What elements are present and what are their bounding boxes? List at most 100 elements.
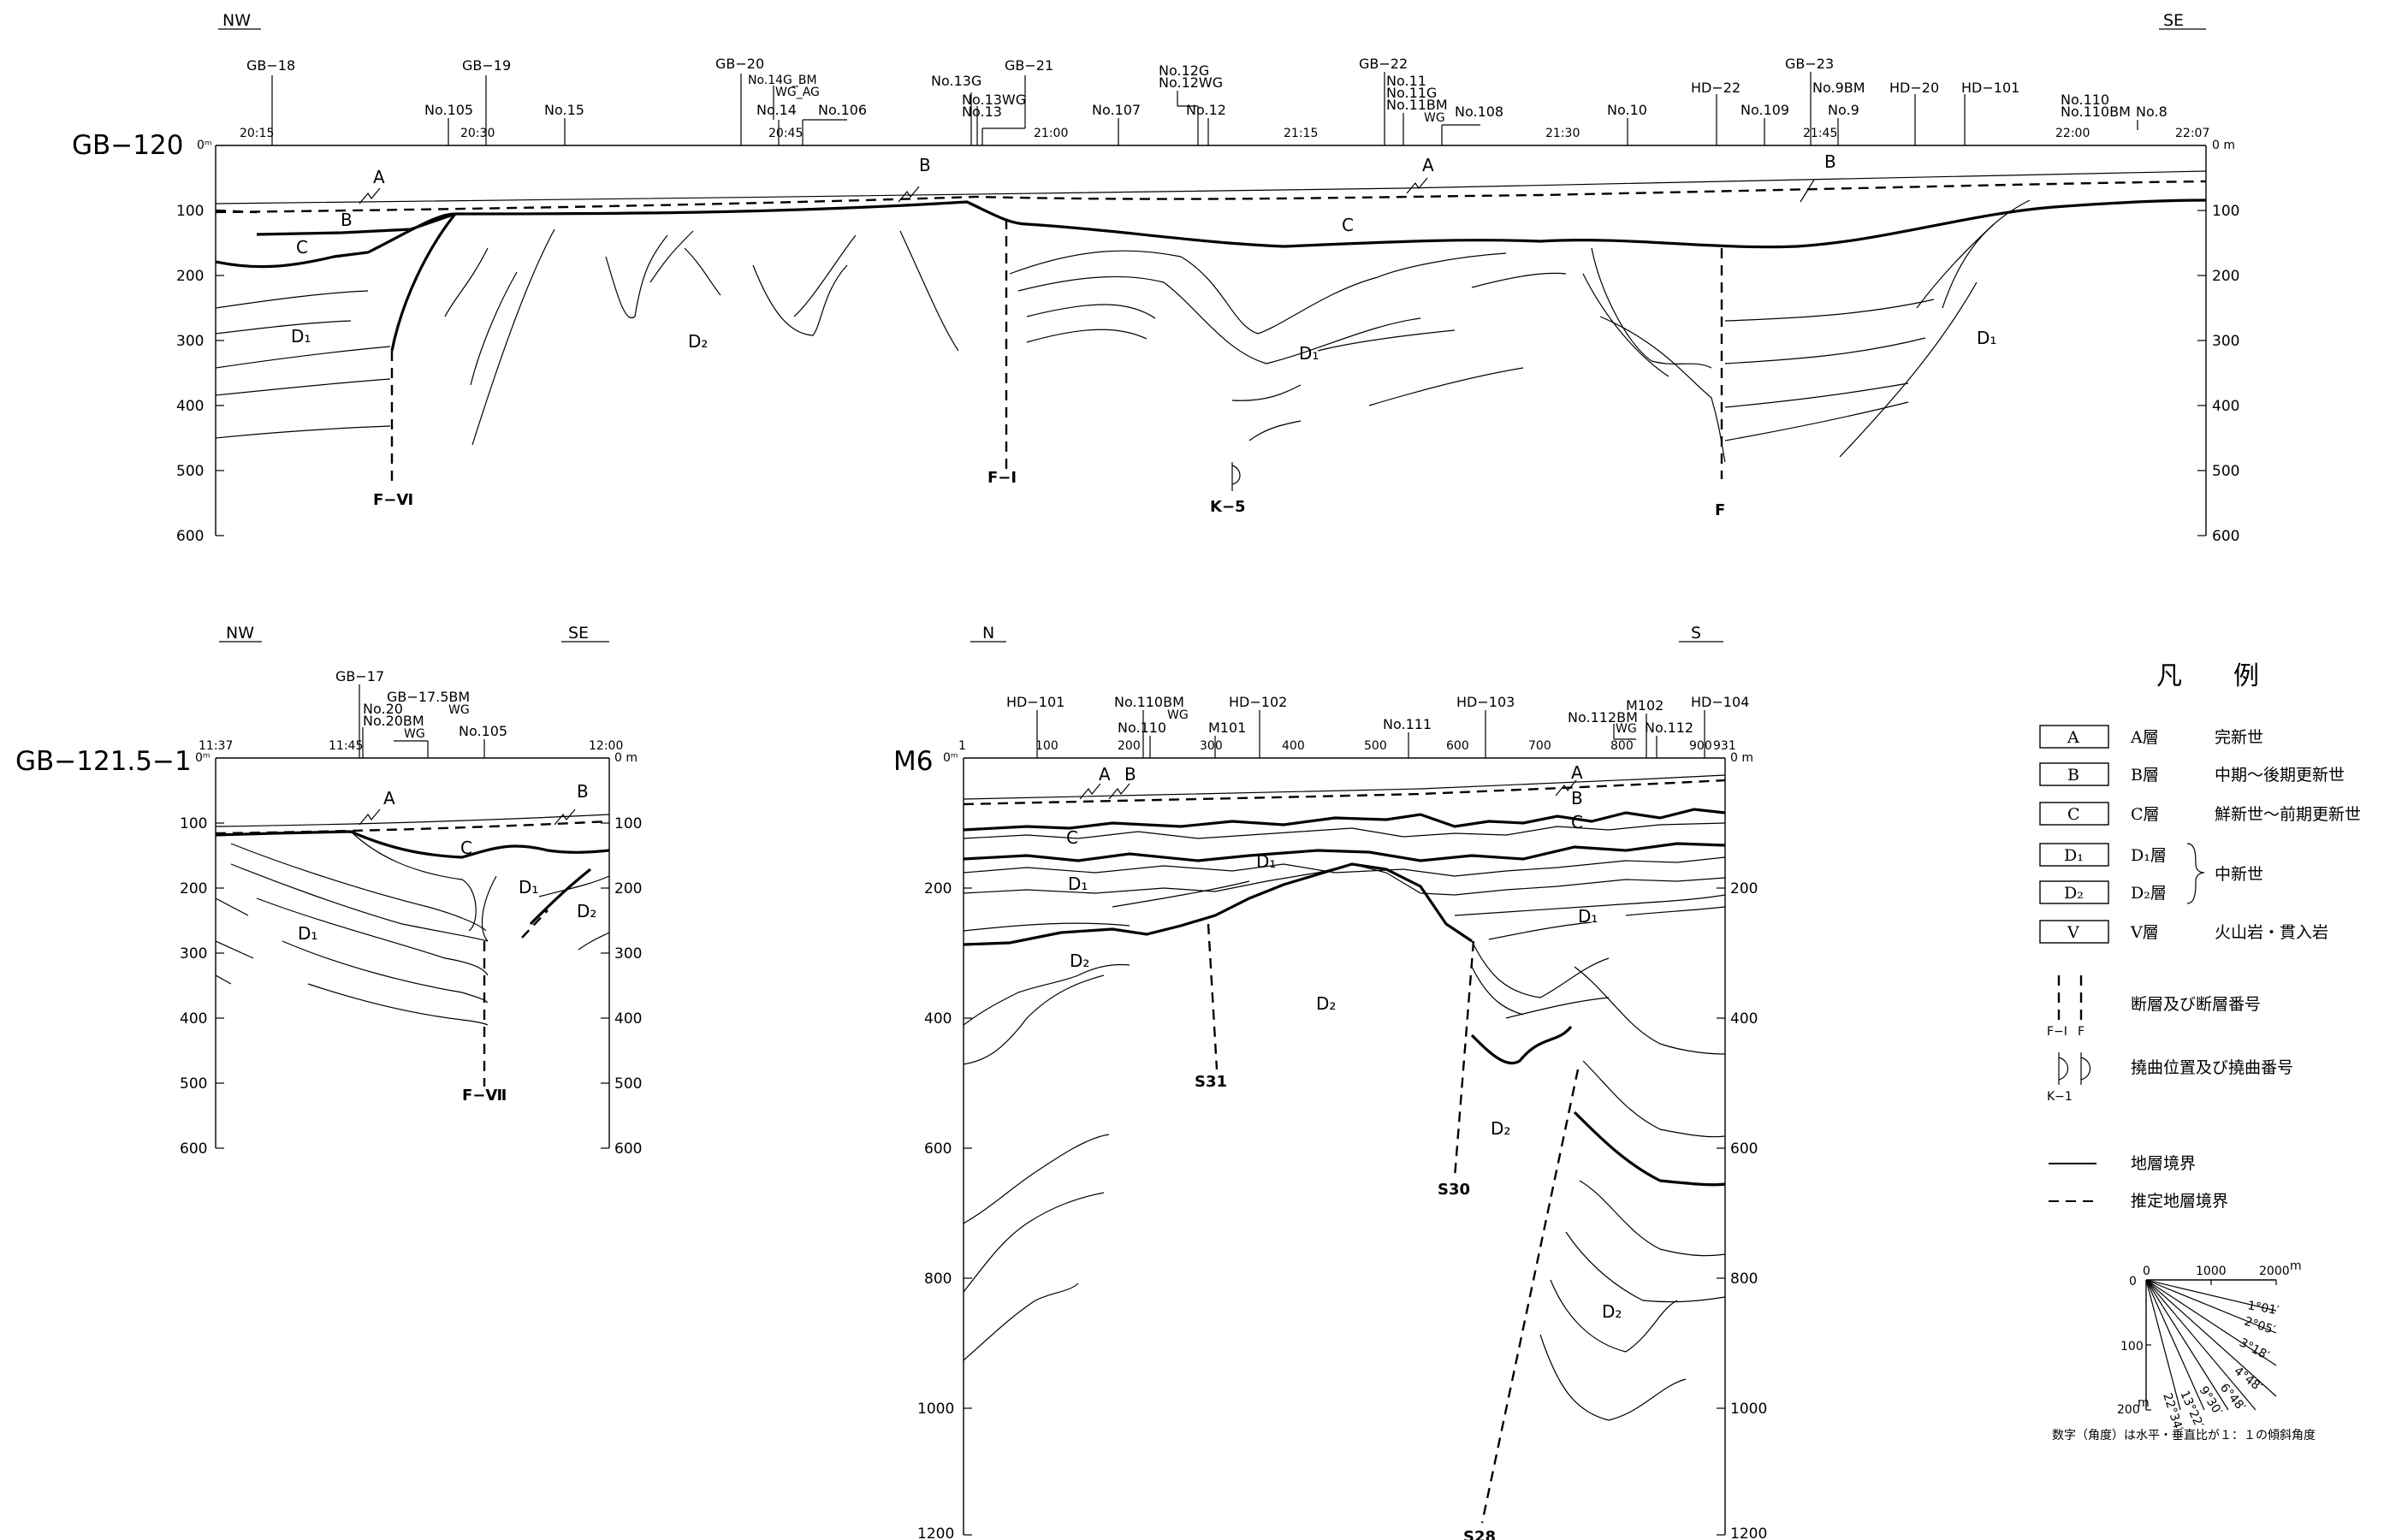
depth-label: 1200 — [1730, 1525, 1767, 1540]
fault-label: F — [1715, 501, 1725, 519]
layer-label: C — [1571, 812, 1583, 832]
boring-label: No.14G_BM — [748, 74, 817, 87]
legend-layer-v: V V層 火山岩・貫入岩 — [2039, 920, 2328, 944]
distance-label: 200 — [1118, 739, 1141, 753]
boring-markers: GB−18 GB−19 No.105 No.15 GB−20 No.14G_BM… — [246, 56, 2168, 145]
boring-label: No.111 — [1383, 716, 1432, 732]
profile-m6: M6 N S 0ᵐ 0 m 200 400 600 800 1000 1200 … — [893, 624, 1767, 1540]
depth-label: 300 — [2212, 333, 2239, 350]
fault-label: F−Ⅵ — [373, 491, 413, 509]
layer-label: D₁ — [291, 326, 311, 346]
boring-label: No.106 — [818, 102, 867, 118]
scale-note: 数字（角度）は水平・垂直比が１：１の傾斜角度 — [2052, 1428, 2316, 1442]
boring-label: No.20 — [363, 701, 403, 717]
layer-label: D₁ — [1299, 343, 1319, 364]
layer-label: C — [460, 838, 472, 858]
layer-label: A — [1422, 155, 1434, 175]
legend-layer-name: B層 — [2131, 766, 2159, 785]
distance-marks: 1 100 200 300 400 500 600 700 800 900 93… — [958, 739, 1736, 753]
boring-label: No.105 — [424, 102, 473, 118]
time-label: 21:30 — [1545, 127, 1580, 140]
boring-label: No.11G — [1386, 85, 1437, 101]
depth-label: 600 — [180, 1140, 207, 1158]
layer-labels: A B C D₁ D₁ D₂ — [298, 781, 596, 944]
time-label: 21:45 — [1803, 127, 1837, 140]
time-marks: 20:15 20:30 20:45 21:00 21:15 21:30 21:4… — [240, 127, 2209, 140]
depth-label: 200 — [614, 880, 642, 897]
depth-label: 400 — [614, 1010, 642, 1028]
profile-gb-120: GB−120 NW SE 0ᵐ 0 m 100 200 300 400 500 … — [72, 11, 2239, 545]
depth-ticks-right: 100 200 300 400 500 600 — [601, 815, 642, 1158]
depth-label: 500 — [176, 463, 204, 480]
distance-label: 400 — [1282, 739, 1305, 753]
boring-markers: GB−17 No.20 GB−17.5BM No.20BM WG WG No.1… — [335, 668, 507, 758]
boring-label: HD−20 — [1889, 80, 1939, 96]
depth-label: 800 — [924, 1270, 952, 1288]
direction-left: NW — [222, 11, 251, 30]
depth-label: 300 — [614, 945, 642, 962]
fault-labels: F−Ⅵ F−Ⅰ K−5 F — [373, 469, 1725, 519]
scale-label: 100 — [2120, 1340, 2144, 1353]
boring-label: No.107 — [1092, 102, 1141, 118]
scale-unit: m — [2138, 1396, 2150, 1410]
depth-label: 100 — [180, 815, 207, 832]
boring-label: No.110 — [2061, 92, 2109, 108]
distance-label: 300 — [1200, 739, 1223, 753]
depth-label: 600 — [176, 528, 204, 545]
legend-layer-d2: D₂ D₂層 — [2039, 880, 2167, 904]
layer-label: A — [383, 788, 395, 808]
profile-gb-121-5-1: GB−121.5−1 NW SE 0ᵐ 0 m 100 200 300 400 … — [15, 624, 642, 1158]
boring-label: No.13 — [962, 104, 1002, 120]
legend-layer-age: 火山岩・貫入岩 — [2215, 923, 2328, 942]
time-label: 11:37 — [199, 739, 233, 753]
depth-label: 600 — [924, 1140, 952, 1158]
legend-box-label: A — [2067, 728, 2079, 747]
distance-label: 600 — [1446, 739, 1469, 753]
boring-label: No.12G — [1159, 62, 1209, 79]
distance-label: 900 — [1689, 739, 1712, 753]
depth-label: 400 — [176, 398, 204, 415]
depth-label: 200 — [1730, 880, 1758, 897]
layer-label: C — [1066, 827, 1078, 848]
time-label: 20:45 — [768, 127, 803, 140]
legend: 凡 例 A A層 完新世 B B層 中期～後期更新世 C C層 鮮新世～前期更新… — [2039, 661, 2361, 1442]
legend-layer-age: 中期～後期更新世 — [2215, 766, 2345, 785]
fault-lines — [390, 219, 1723, 491]
depth-label: 800 — [1730, 1270, 1758, 1288]
time-label: 21:15 — [1284, 127, 1318, 140]
boring-label: HD−103 — [1456, 694, 1515, 710]
scale-angle: 4°48′ — [2232, 1365, 2265, 1395]
depth-label: 400 — [1730, 1010, 1758, 1028]
boring-label: No.13G — [931, 73, 981, 89]
depth-label: 300 — [176, 333, 204, 350]
profile-name: GB−120 — [72, 130, 183, 161]
layer-label: B — [1571, 788, 1583, 808]
time-label: 21:00 — [1034, 127, 1068, 140]
boring-label: WG — [1616, 722, 1637, 736]
boring-label: GB−20 — [715, 56, 764, 72]
depth-label: 1000 — [917, 1401, 954, 1418]
scale-label: 0 — [2129, 1275, 2137, 1288]
legend-layer-d1: D₁ D₁層 — [2039, 843, 2167, 867]
boring-label: GB−17.5BM — [387, 689, 470, 705]
direction-right: S — [1691, 624, 1701, 643]
layer-label: D₂ — [688, 331, 708, 352]
profile-name: GB−121.5−1 — [15, 746, 192, 777]
boring-label: GB−21 — [1005, 57, 1053, 74]
boring-label: No.11BM — [1386, 97, 1448, 113]
legend-title: 凡 例 — [2156, 661, 2259, 691]
boring-label: WG — [1167, 708, 1189, 722]
depth-label: 500 — [180, 1075, 207, 1093]
depth-label: 200 — [924, 880, 952, 897]
boring-label: No.8 — [2136, 104, 2168, 120]
right-unit: 0 m — [614, 751, 638, 765]
layer-label: D₁ — [1068, 874, 1088, 894]
layer-label: D₂ — [577, 901, 596, 921]
boring-label: No.110BM — [1114, 694, 1184, 710]
legend-d-age: 中新世 — [2215, 865, 2263, 884]
flexure-label: K−5 — [1210, 498, 1246, 516]
layer-label: D₂ — [1070, 951, 1089, 971]
fault-lines — [483, 909, 549, 1087]
boring-label: No.12WG — [1159, 74, 1223, 91]
legend-layer-name: D₁層 — [2131, 846, 2167, 865]
